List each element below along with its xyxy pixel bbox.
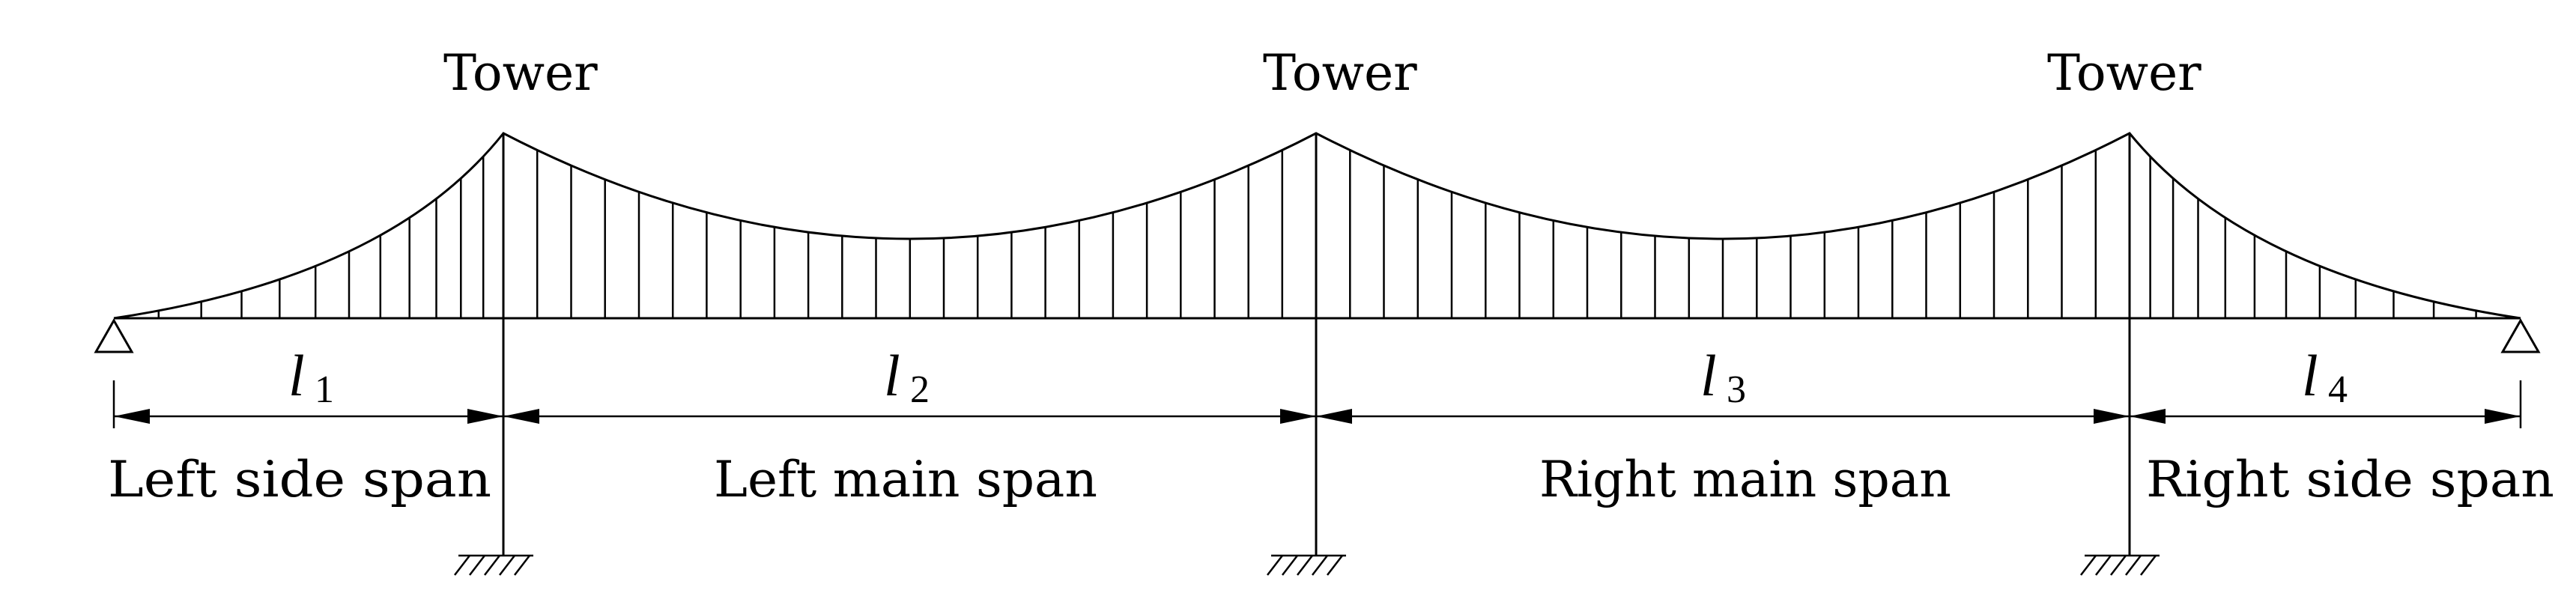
left-pin-support-icon bbox=[94, 317, 134, 353]
svg-text:1: 1 bbox=[315, 368, 334, 411]
right-pin-support-icon bbox=[2500, 317, 2541, 353]
span-1-label: Left side span bbox=[108, 451, 491, 508]
dimension-arrows bbox=[114, 409, 2521, 424]
svg-text:2: 2 bbox=[910, 368, 930, 411]
svg-text:l: l bbox=[884, 343, 900, 408]
tower-3-label: Tower bbox=[2047, 44, 2201, 102]
svg-text:l: l bbox=[288, 343, 305, 408]
svg-text:l: l bbox=[2302, 343, 2318, 408]
span-4-length-symbol: l 4 bbox=[2302, 343, 2348, 411]
tower-3-fixed-support-icon bbox=[2080, 554, 2160, 576]
hangers-group bbox=[157, 150, 2477, 318]
span-2-length-symbol: l 2 bbox=[884, 343, 930, 411]
tower-2-label: Tower bbox=[1263, 44, 1417, 102]
tower-1-fixed-support-icon bbox=[454, 554, 533, 576]
svg-text:3: 3 bbox=[1727, 368, 1746, 411]
span-1-length-symbol: l 1 bbox=[288, 343, 334, 411]
svg-text:4: 4 bbox=[2328, 368, 2348, 411]
span-3-length-symbol: l 3 bbox=[1700, 343, 1746, 411]
svg-text:l: l bbox=[1700, 343, 1717, 408]
span-2-label: Left main span bbox=[714, 451, 1097, 508]
tower-1-label: Tower bbox=[443, 44, 598, 102]
span-4-label: Right side span bbox=[2146, 451, 2554, 508]
tower-2-fixed-support-icon bbox=[1267, 554, 1346, 576]
span-3-label: Right main span bbox=[1539, 451, 1951, 508]
